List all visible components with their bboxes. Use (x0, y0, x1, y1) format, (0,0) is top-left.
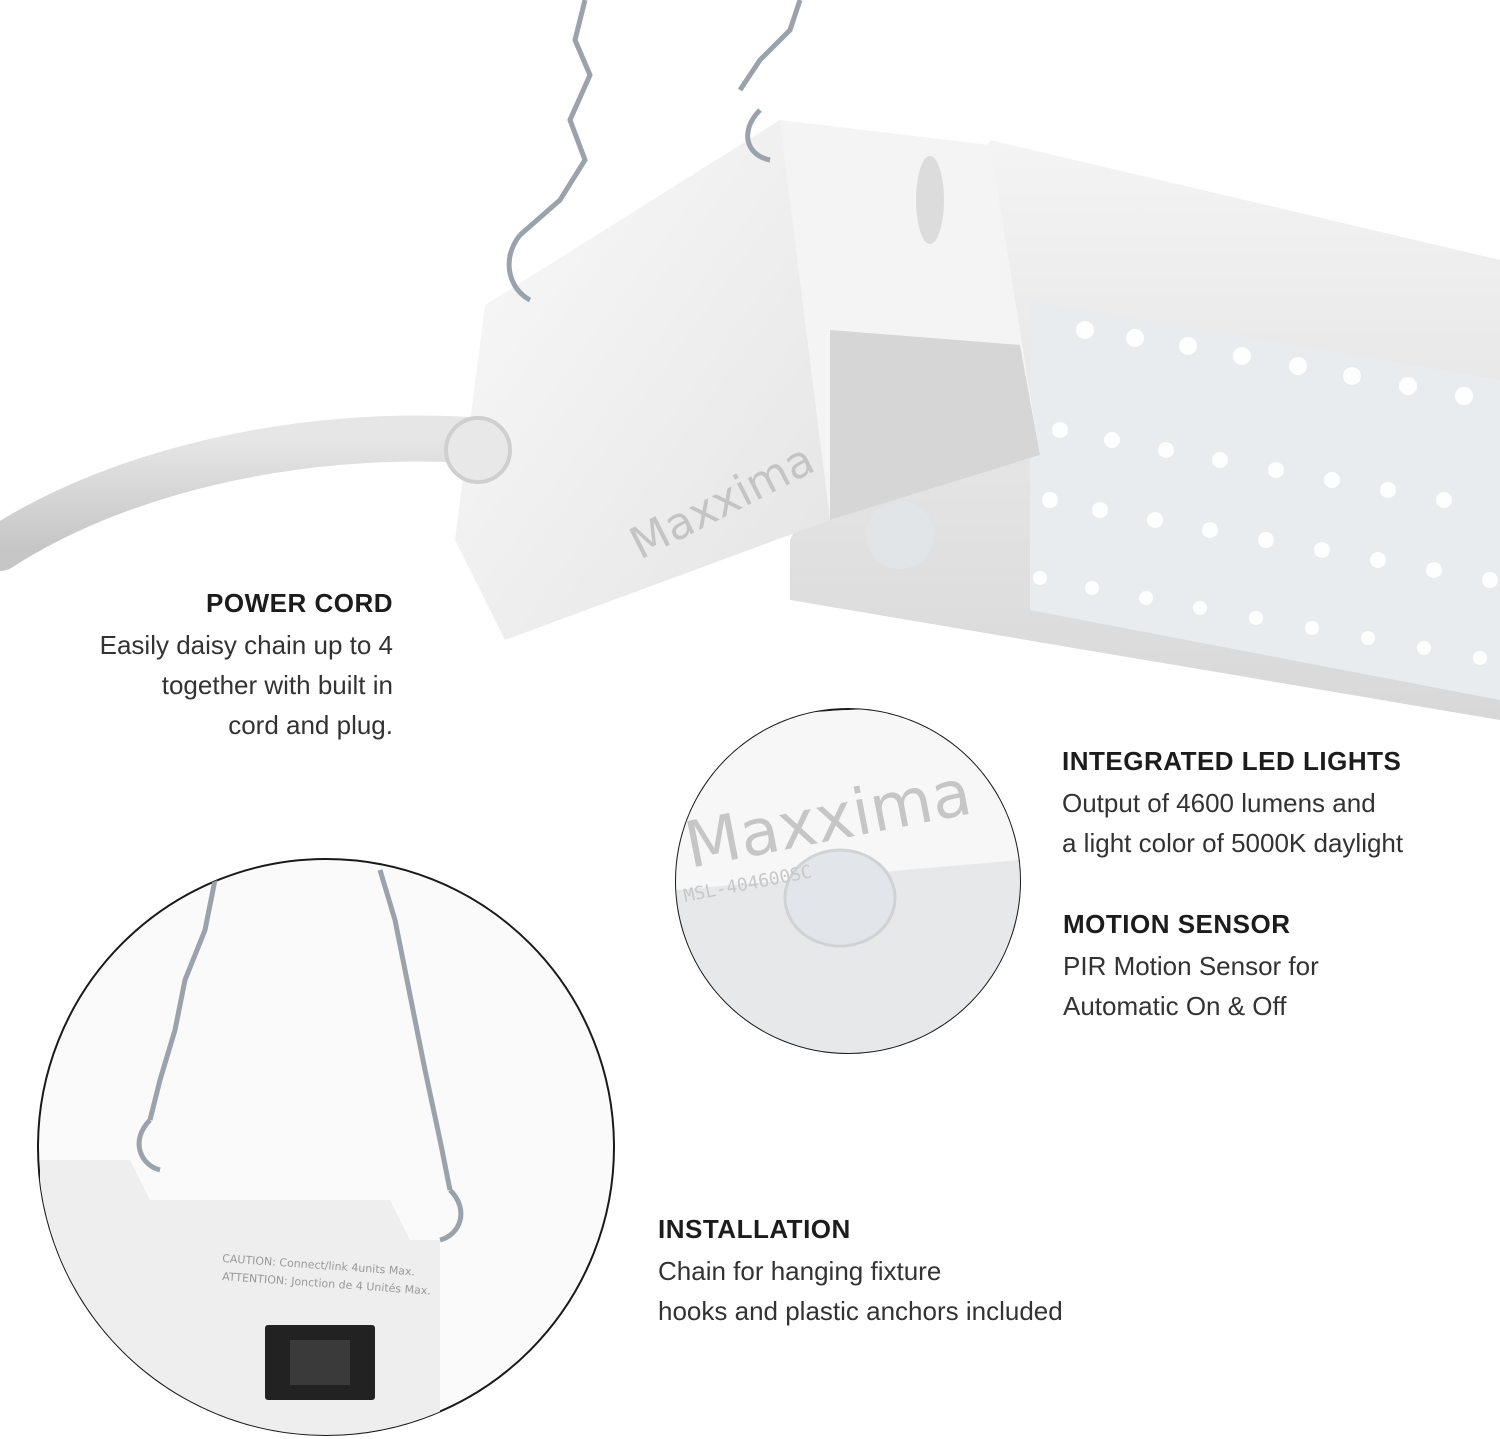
callout-led-lights: INTEGRATED LED LIGHTS Output of 4600 lum… (1062, 746, 1492, 863)
callout-line: Easily daisy chain up to 4 (99, 630, 393, 660)
callout-line: a light color of 5000K daylight (1062, 828, 1404, 858)
hanging-chain (506, 0, 803, 303)
motion-sensor-inset: Maxxima MSL-404600SC (675, 708, 1021, 1054)
callout-line: cord and plug. (228, 710, 393, 740)
callout-line: together with built in (161, 670, 393, 700)
callout-line: Chain for hanging fixture (658, 1256, 942, 1286)
callout-title: INSTALLATION (658, 1214, 851, 1244)
callout-title: MOTION SENSOR (1063, 909, 1291, 939)
callout-title: INTEGRATED LED LIGHTS (1062, 746, 1402, 776)
callout-line: hooks and plastic anchors included (658, 1296, 1063, 1326)
callout-installation: INSTALLATION Chain for hanging fixture h… (658, 1214, 1178, 1331)
callout-line: Automatic On & Off (1063, 991, 1287, 1021)
callout-power-cord: POWER CORD Easily daisy chain up to 4 to… (20, 588, 393, 745)
power-cord (0, 415, 493, 571)
callout-line: Output of 4600 lumens and (1062, 788, 1376, 818)
callout-line: PIR Motion Sensor for (1063, 951, 1319, 981)
callout-motion-sensor: MOTION SENSOR PIR Motion Sensor for Auto… (1063, 909, 1483, 1026)
callout-title: POWER CORD (206, 588, 393, 618)
installation-inset: CAUTION: Connect/link 4units Max. ATTENT… (37, 858, 615, 1436)
